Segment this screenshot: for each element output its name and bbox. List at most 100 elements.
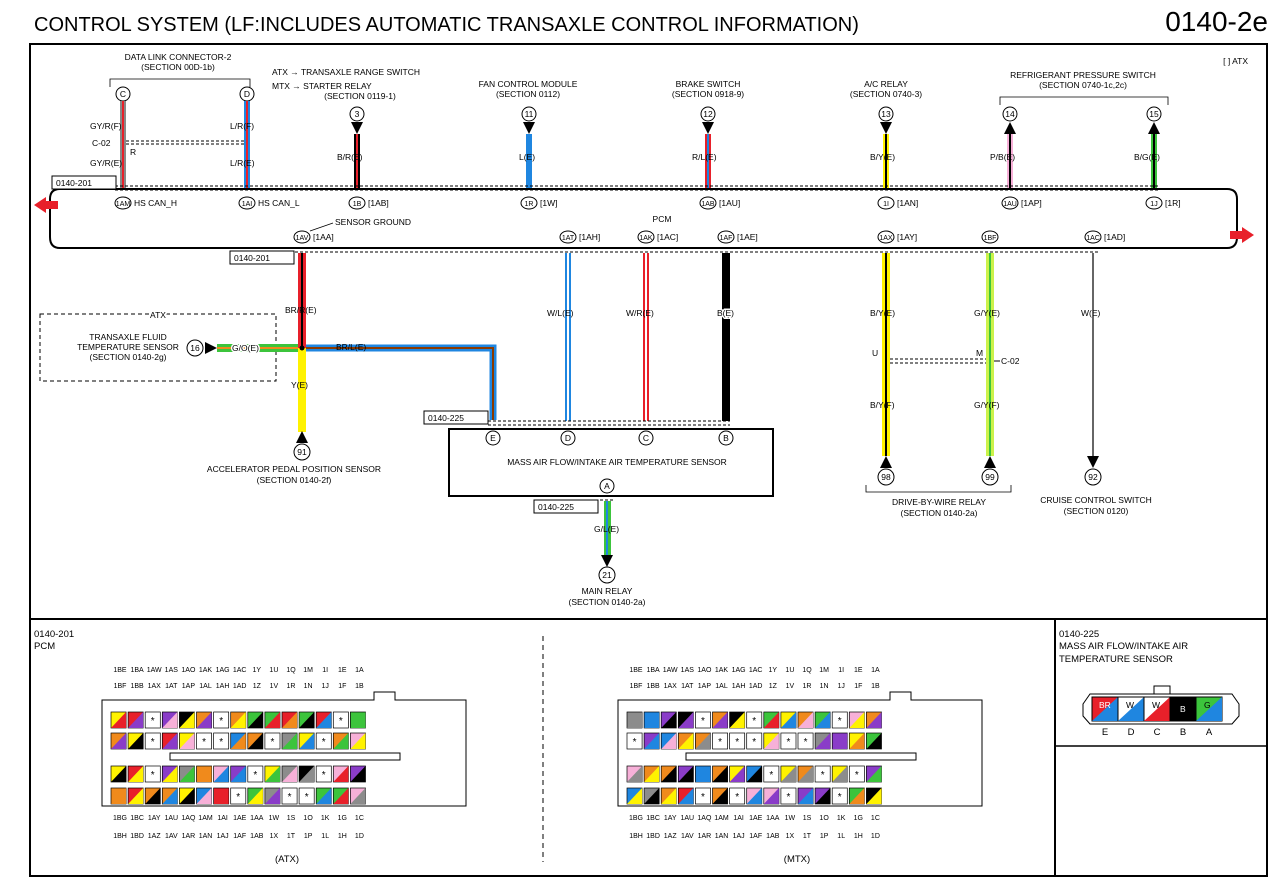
pcm-box: [49, 188, 1238, 249]
svg-text:C: C: [120, 89, 126, 99]
pin-label: 1H: [338, 833, 347, 840]
pin-label: 1BG: [113, 815, 127, 822]
pin-cell: [831, 787, 848, 805]
pin-label: 1AX: [148, 683, 162, 690]
svg-text:C: C: [643, 433, 649, 443]
svg-text:BR: BR: [1099, 700, 1111, 710]
pin-cell: [281, 787, 298, 805]
pin-label: 1BC: [646, 815, 660, 822]
pin-label: 1AM: [714, 815, 729, 822]
svg-text:*: *: [804, 737, 808, 748]
svg-text:[1AP]: [1AP]: [1021, 198, 1042, 208]
pcm-conn-bottom: 0140-201: [234, 253, 270, 263]
pin-label: 1J: [837, 683, 844, 690]
svg-text:[1AU]: [1AU]: [719, 198, 740, 208]
pin-label: 1S: [803, 815, 812, 822]
pin-cell: [626, 732, 643, 750]
pin-label: 1AX: [664, 683, 678, 690]
pin-label: 1Q: [802, 667, 812, 674]
pin-label: 1AV: [681, 833, 694, 840]
pin-label: 1B: [355, 683, 364, 690]
svg-text:[1R]: [1R]: [1165, 198, 1181, 208]
svg-text:1AB: 1AB: [701, 201, 715, 208]
pin-cell: [831, 711, 848, 729]
svg-text:G/L(E): G/L(E): [594, 524, 619, 534]
pin-label: 1K: [837, 815, 846, 822]
pin-label: 1AJ: [733, 833, 745, 840]
pin-label: 1Y: [769, 667, 778, 674]
svg-text:15: 15: [1149, 109, 1159, 119]
pcm-conn-top: 0140-201: [56, 178, 92, 188]
svg-text:*: *: [769, 770, 773, 781]
svg-text:*: *: [219, 716, 223, 727]
pin-label: 1U: [269, 667, 278, 674]
svg-text:1AM: 1AM: [116, 201, 131, 208]
page-title: CONTROL SYSTEM (LF:INCLUDES AUTOMATIC TR…: [34, 14, 859, 36]
pin-label: 1I: [322, 667, 328, 674]
pin-cell: [712, 732, 728, 750]
svg-text:*: *: [735, 792, 739, 803]
pin-label: 1R: [803, 683, 812, 690]
pin-label: 1AY: [148, 815, 161, 822]
svg-text:Y(E): Y(E): [291, 380, 308, 390]
fan-section: (SECTION 0112): [496, 89, 560, 99]
wire-l: [526, 134, 532, 189]
pin-label: 1BA: [646, 667, 660, 674]
svg-text:BR/R(E): BR/R(E): [285, 305, 317, 315]
pin-label: 1Z: [253, 683, 262, 690]
pin-label: 1F: [854, 683, 862, 690]
svg-text:*: *: [838, 716, 842, 727]
pin-cell: [729, 732, 746, 750]
pin-label: 1AM: [198, 815, 213, 822]
pin-label: 1AG: [216, 667, 230, 674]
svg-text:L/R(F): L/R(F): [230, 121, 254, 131]
svg-text:SENSOR GROUND: SENSOR GROUND: [335, 217, 411, 227]
pin-label: 1Q: [286, 667, 296, 674]
pin-label: 1N: [304, 683, 313, 690]
svg-text:1AT: 1AT: [562, 235, 575, 242]
pin-cell: [848, 765, 865, 783]
pin-label: 1AK: [199, 667, 213, 674]
svg-text:HS CAN_H: HS CAN_H: [134, 198, 177, 208]
svg-text:*: *: [786, 737, 790, 748]
pin-label: 1T: [287, 833, 296, 840]
pin-label: 1AT: [165, 683, 178, 690]
maf-title: MASS AIR FLOW/INTAKE AIR TEMPERATURE SEN…: [507, 457, 727, 467]
pin-label: 1BA: [130, 667, 144, 674]
svg-text:CRUISE CONTROL SWITCH: CRUISE CONTROL SWITCH: [1040, 495, 1152, 505]
pin-label: 1B: [871, 683, 880, 690]
svg-text:*: *: [236, 792, 240, 803]
svg-text:GY/R(F): GY/R(F): [90, 121, 122, 131]
pin-label: 1AQ: [697, 815, 712, 822]
svg-text:*: *: [633, 737, 637, 748]
svg-text:G: G: [1204, 700, 1211, 710]
svg-text:A: A: [604, 481, 610, 491]
pin-label: 1AB: [766, 833, 780, 840]
pin-label: 1AT: [681, 683, 694, 690]
svg-text:R/L(E): R/L(E): [692, 152, 717, 162]
svg-text:W: W: [1126, 700, 1134, 710]
svg-text:*: *: [151, 770, 155, 781]
pin-label: 1AL: [715, 683, 728, 690]
svg-text:[1AY]: [1AY]: [897, 232, 917, 242]
svg-text:12: 12: [703, 109, 713, 119]
pin-label: 1D: [355, 833, 364, 840]
svg-text:*: *: [151, 737, 155, 748]
svg-text:*: *: [855, 770, 859, 781]
pin-label: 1F: [338, 683, 346, 690]
atx-range-label: ATX → TRANSAXLE RANGE SWITCH: [272, 67, 420, 77]
svg-text:1AK: 1AK: [639, 235, 653, 242]
pin-label: 1BF: [630, 683, 643, 690]
svg-text:[1AC]: [1AC]: [657, 232, 678, 242]
pin-label: 1AN: [715, 833, 729, 840]
fan-title: FAN CONTROL MODULE: [479, 79, 578, 89]
svg-text:[1AB]: [1AB]: [368, 198, 389, 208]
pin-label: 1AG: [732, 667, 746, 674]
pin-cell: [780, 732, 797, 750]
pin-label: 1Y: [253, 667, 262, 674]
pin-label: 1AC: [749, 667, 763, 674]
brake-title: BRAKE SWITCH: [676, 79, 741, 89]
pin-label: 1AZ: [664, 833, 678, 840]
pin-label: 1J: [321, 683, 328, 690]
